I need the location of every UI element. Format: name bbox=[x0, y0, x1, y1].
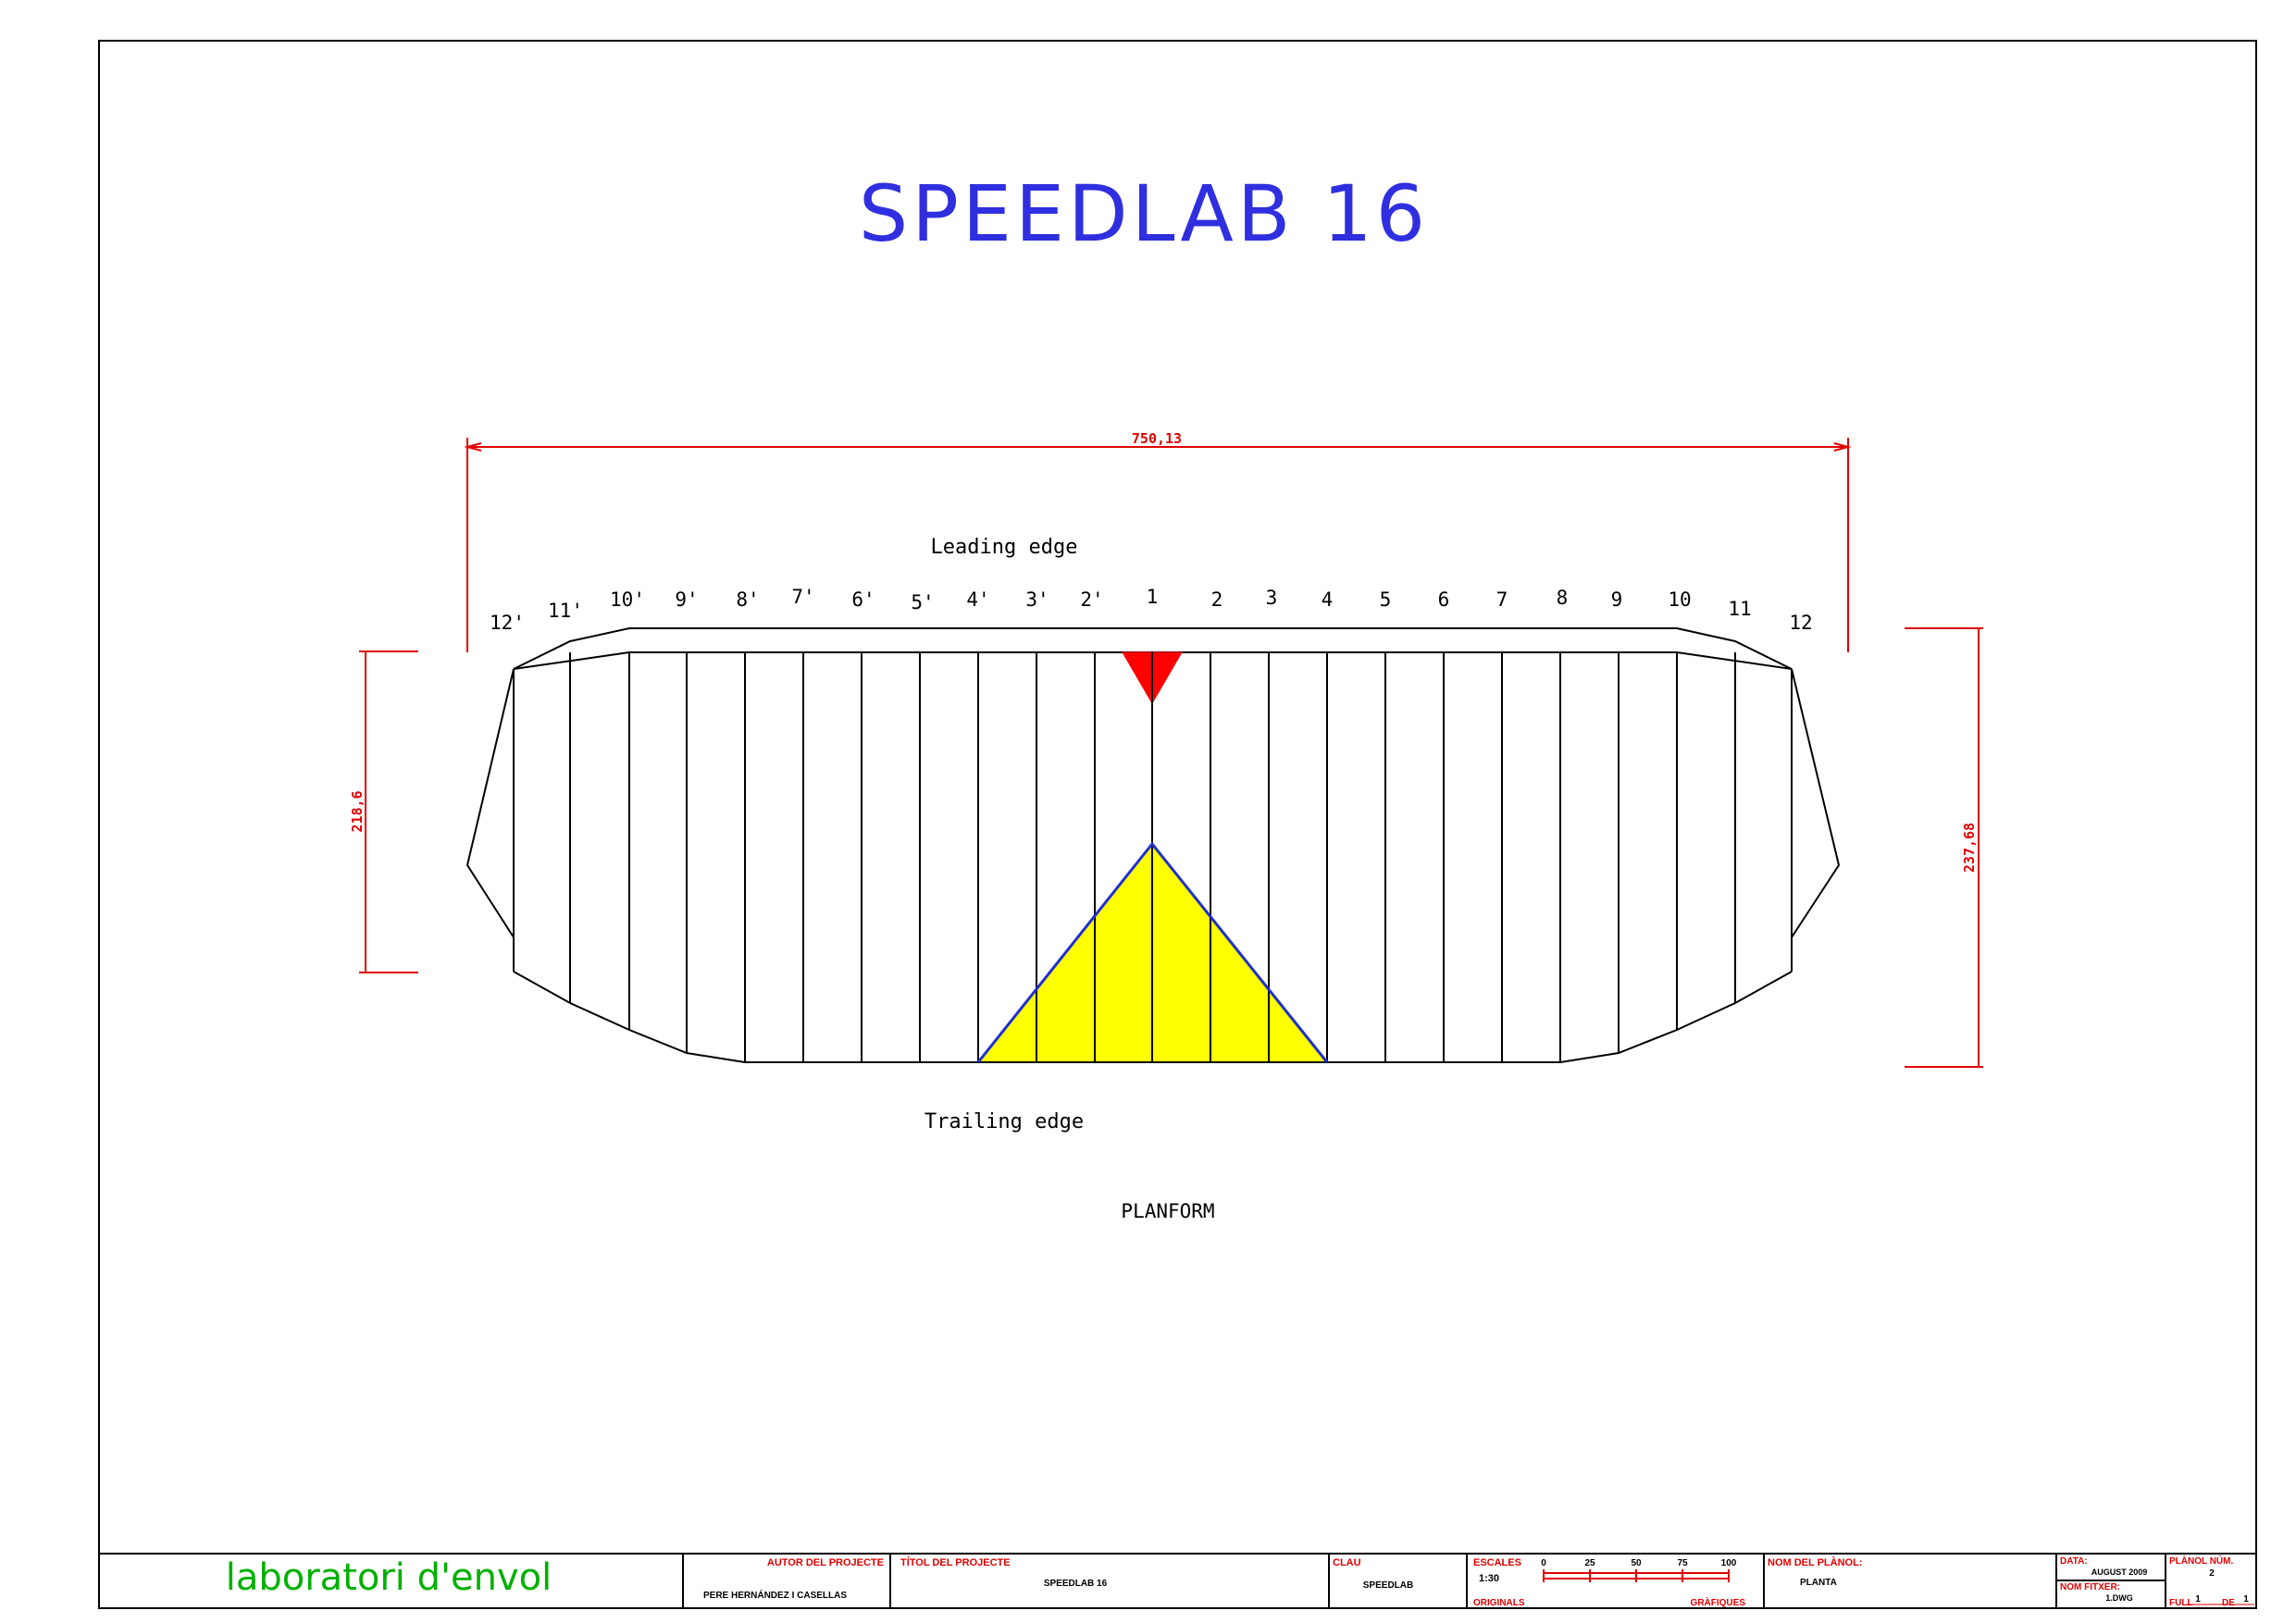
project-header: TÍTOL DEL PROJECTE bbox=[900, 1556, 1011, 1568]
scale-bar-tick-label: 75 bbox=[1677, 1558, 1688, 1568]
rib-label: 6' bbox=[851, 588, 875, 611]
rib-label: 2' bbox=[1080, 588, 1103, 611]
span-dimension bbox=[464, 438, 1852, 652]
right-height-dimension bbox=[1905, 627, 1983, 1068]
rib-label: 10 bbox=[1668, 588, 1691, 611]
left-height-dimension bbox=[359, 650, 418, 973]
span-dimension-value: 750,13 bbox=[1132, 430, 1182, 447]
plan-number-value: 2 bbox=[2209, 1568, 2215, 1579]
trailing-edge-outline bbox=[513, 971, 1793, 1063]
rib-label: 3 bbox=[1266, 587, 1278, 609]
left-height-value: 218,6 bbox=[349, 790, 366, 832]
rib-label: 4 bbox=[1322, 588, 1334, 611]
sheet-word: FULL bbox=[2169, 1598, 2193, 1608]
rib-label: 9' bbox=[675, 588, 698, 611]
plan-name-header: NOM DEL PLÀNOL: bbox=[1768, 1556, 1862, 1568]
date-value: AUGUST 2009 bbox=[2091, 1567, 2148, 1577]
scale-bar-tick-label: 100 bbox=[1721, 1558, 1737, 1568]
title-block: laboratori d'envol AUTOR DEL PROJECTE PE… bbox=[99, 1553, 2256, 1608]
plan-number-header: PLÀNOL NÚM. bbox=[2169, 1555, 2233, 1567]
rib-label: 5 bbox=[1380, 588, 1392, 611]
rib-label: 10' bbox=[610, 588, 645, 611]
author-value: PERE HERNÁNDEZ I CASELLAS bbox=[703, 1589, 847, 1601]
originals-label: ORIGINALS bbox=[1473, 1598, 1525, 1608]
rib-label: 6 bbox=[1438, 588, 1450, 611]
rib-label: 3' bbox=[1025, 588, 1049, 611]
rib-label: 8 bbox=[1557, 587, 1569, 609]
center-triangle-outline bbox=[976, 841, 1329, 1063]
right-height-value: 237,68 bbox=[1961, 823, 1978, 873]
project-value: SPEEDLAB 16 bbox=[1044, 1579, 1108, 1589]
rib-label: 7' bbox=[791, 586, 814, 608]
leading-edge-label: Leading edge bbox=[931, 536, 1078, 559]
rib-label: 12' bbox=[490, 612, 525, 634]
rib-label: 1 bbox=[1147, 586, 1159, 608]
file-value: 1.DWG bbox=[2105, 1593, 2133, 1603]
drawing-title: SPEEDLAB 16 bbox=[859, 168, 1429, 259]
rib-label: 12 bbox=[1789, 612, 1812, 634]
rib-label: 8' bbox=[736, 588, 759, 611]
wing-planform bbox=[465, 627, 1841, 1063]
sheet-of-word: DE bbox=[2222, 1598, 2235, 1608]
graphics-label: GRÀFIQUES bbox=[1691, 1596, 1746, 1608]
rib-label: 11 bbox=[1728, 598, 1751, 620]
sheet-total: 1 bbox=[2243, 1594, 2249, 1604]
logo-text: laboratori d'envol bbox=[226, 1556, 552, 1599]
scale-bar-tick-label: 0 bbox=[1541, 1558, 1546, 1568]
rib-label: 2 bbox=[1211, 588, 1223, 611]
rib-label: 5' bbox=[911, 591, 934, 613]
leading-edge-outline bbox=[513, 627, 1793, 670]
scales-header: ESCALES bbox=[1473, 1557, 1521, 1568]
trailing-edge-label: Trailing edge bbox=[925, 1110, 1084, 1134]
left-wingtip bbox=[465, 668, 515, 938]
rib-label: 7 bbox=[1496, 588, 1508, 611]
sheet-number: 1 bbox=[2195, 1594, 2201, 1604]
key-header: CLAU bbox=[1333, 1557, 1361, 1568]
right-wingtip bbox=[1791, 668, 1841, 938]
key-value: SPEEDLAB bbox=[1363, 1580, 1413, 1591]
view-label: PLANFORM bbox=[1121, 1200, 1214, 1222]
plan-name-value: PLANTA bbox=[1800, 1578, 1837, 1588]
author-header: AUTOR DEL PROJECTE bbox=[767, 1557, 884, 1568]
sheet-border bbox=[98, 40, 2257, 1609]
date-header: DATA: bbox=[2060, 1556, 2088, 1567]
rib-label: 9 bbox=[1611, 588, 1623, 611]
scale-value: 1:30 bbox=[1479, 1573, 1499, 1584]
scale-bar-tick-label: 25 bbox=[1584, 1558, 1595, 1568]
graphic-scale-bar: 0 25 50 75 100 bbox=[1541, 1558, 1737, 1582]
scale-bar-tick-label: 50 bbox=[1631, 1558, 1642, 1568]
file-header: NOM FITXER: bbox=[2060, 1582, 2120, 1592]
rib-label: 11' bbox=[548, 600, 583, 622]
rib-label: 4' bbox=[966, 588, 989, 611]
